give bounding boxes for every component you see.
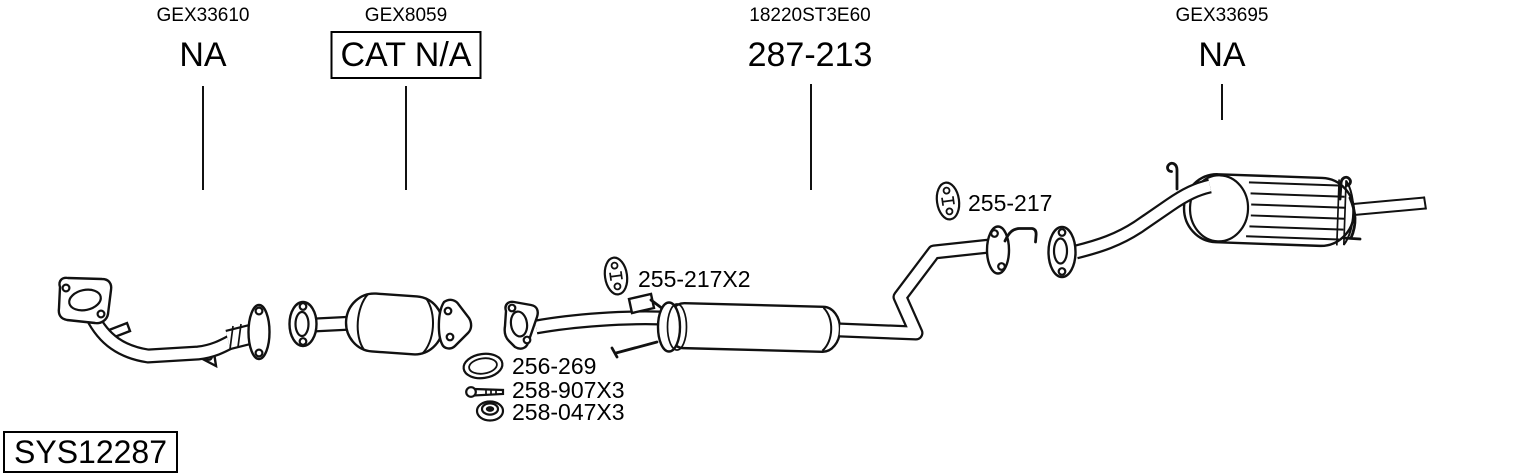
cat-outlet-flange: [437, 298, 473, 350]
resonator-hanger-bracket: [627, 292, 656, 315]
part-ref-label: 18220ST3E60: [749, 5, 871, 26]
part-value-label: NA: [179, 36, 227, 74]
callout-rear-muffler: GEX33695 NA: [1176, 5, 1269, 75]
nut-icon: [475, 400, 505, 422]
muffler-hook-rear: [1338, 175, 1352, 201]
system-code-label: SYS12287: [14, 434, 168, 470]
callout-catalytic-converter: GEX8059 CAT N/A: [330, 5, 482, 79]
part-value-label: 287-213: [747, 36, 873, 74]
callout-center-pipe: 18220ST3E60 287-213: [748, 5, 873, 75]
part-value-label-boxed: CAT N/A: [330, 31, 482, 79]
muffler-hook-front: [1166, 161, 1179, 191]
center-pipe-resonator-drawing: [503, 225, 1038, 359]
bolt-icon: [465, 386, 505, 398]
gasket-ring-icon: [462, 352, 504, 380]
part-ref-label: GEX8059: [364, 5, 448, 26]
hanger-rod: [1003, 227, 1038, 244]
fitting-label-gasket: 256-269: [512, 353, 597, 379]
callout-front-pipe: GEX33610 NA: [157, 5, 250, 75]
fitting-label-nut: 258-047X3: [512, 399, 625, 425]
fitting-label-hanger: 255-217: [968, 190, 1053, 216]
fitting-label-bolt: 258-907X3: [512, 377, 625, 403]
rubber-hanger-icon: [935, 181, 961, 221]
part-ref-label: GEX33610: [156, 5, 250, 26]
rear-muffler-drawing: [1047, 161, 1427, 279]
catalytic-converter-drawing: [288, 292, 473, 356]
fitting-label-hanger-x2: 255-217X2: [638, 266, 751, 292]
rubber-hanger-icon: [603, 256, 629, 296]
part-value-label: NA: [1198, 36, 1246, 74]
part-ref-label: GEX33695: [1175, 5, 1269, 26]
system-code-badge: SYS12287: [3, 431, 179, 473]
front-pipe-drawing: [57, 276, 271, 369]
callout-leader-lines: [202, 84, 1223, 190]
